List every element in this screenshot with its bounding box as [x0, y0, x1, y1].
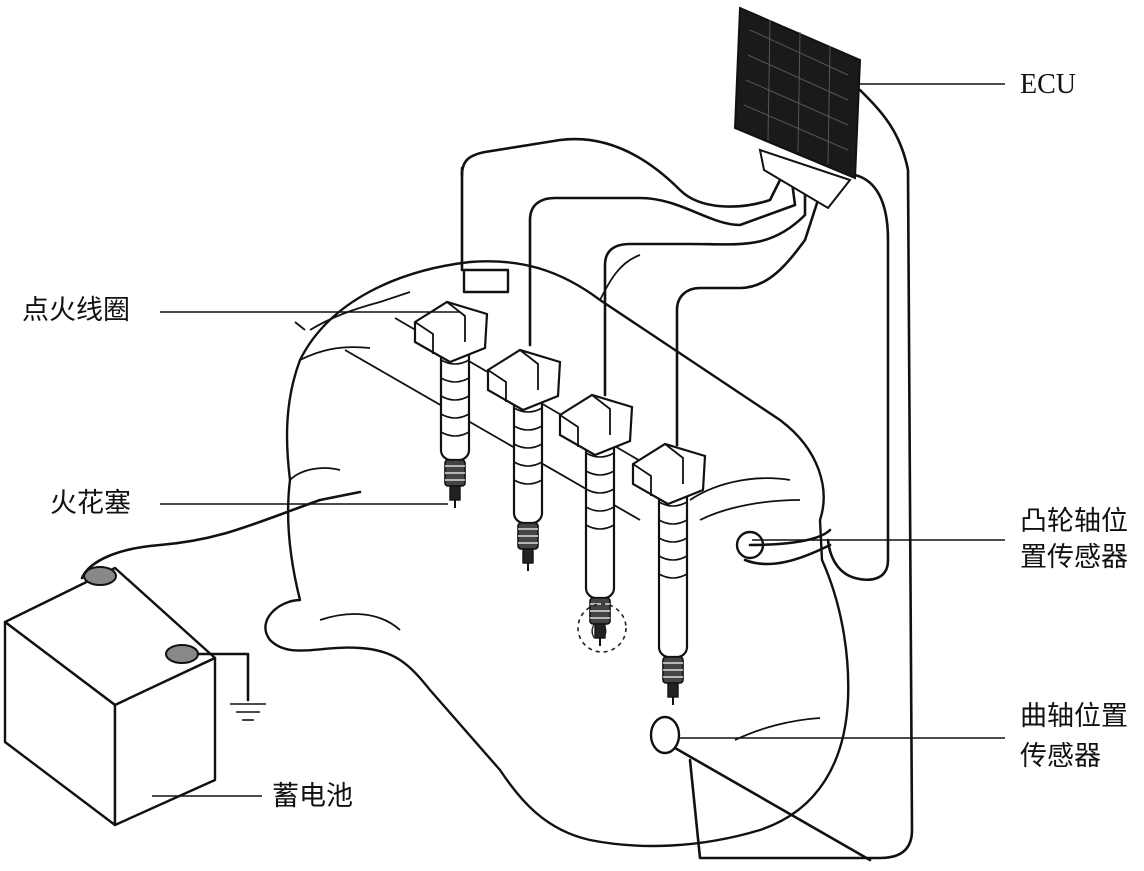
- label-cam-sensor-line1: 凸轮轴位: [1020, 506, 1128, 537]
- coil-assembly-4: [631, 442, 707, 705]
- ecu-unit: [733, 6, 862, 210]
- label-crank-sensor-line2: 传感器: [1020, 741, 1101, 772]
- coil-assembly-2: [486, 348, 562, 571]
- label-crank-sensor-line1: 曲轴位置: [1020, 701, 1128, 732]
- coil-assembly-1: [413, 300, 489, 508]
- ignition-coils: [413, 300, 707, 705]
- wiring-harness: [460, 88, 914, 860]
- svg-text:(ι): (ι): [590, 621, 608, 640]
- spark-discharge: (ι): [577, 603, 627, 653]
- label-ignition-coil: 点火线圈: [22, 295, 130, 326]
- leader-lines: [152, 83, 1005, 797]
- label-battery: 蓄电池: [272, 781, 353, 812]
- camshaft-sensor: [735, 528, 832, 566]
- label-cam-sensor-line2: 置传感器: [1020, 542, 1128, 573]
- label-ecu: ECU: [1020, 69, 1076, 100]
- battery: [3, 490, 362, 827]
- coil-assembly-3: [558, 393, 634, 646]
- crankshaft-sensor: [649, 715, 872, 862]
- engine-block: [264, 254, 850, 848]
- coil-connector: [462, 268, 510, 294]
- label-spark-plug: 火花塞: [50, 488, 131, 519]
